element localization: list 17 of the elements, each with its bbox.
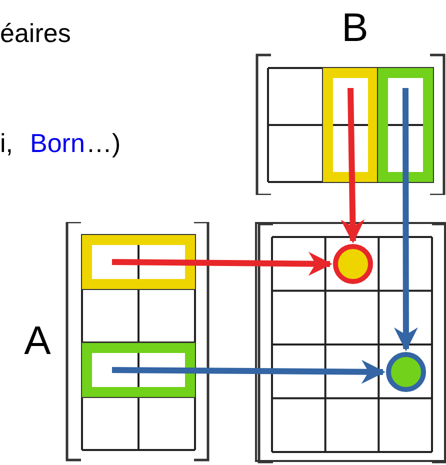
arrow xyxy=(112,252,332,276)
arrow xyxy=(112,360,386,384)
text-fragment: i, xyxy=(0,128,13,159)
link: Born xyxy=(30,128,85,159)
matrix-label: A xyxy=(23,318,52,364)
arrow xyxy=(394,88,418,352)
matrix-label: B xyxy=(340,5,370,51)
column-highlight xyxy=(378,68,433,182)
text-fragment: éaires xyxy=(0,18,71,49)
result-dot xyxy=(333,244,373,284)
text-fragment: …) xyxy=(86,128,121,159)
row-highlight xyxy=(82,343,195,397)
arrow xyxy=(340,88,365,244)
result-dot xyxy=(386,352,426,392)
matrix xyxy=(255,222,446,462)
column-highlight xyxy=(323,68,378,182)
row-highlight xyxy=(82,235,195,289)
